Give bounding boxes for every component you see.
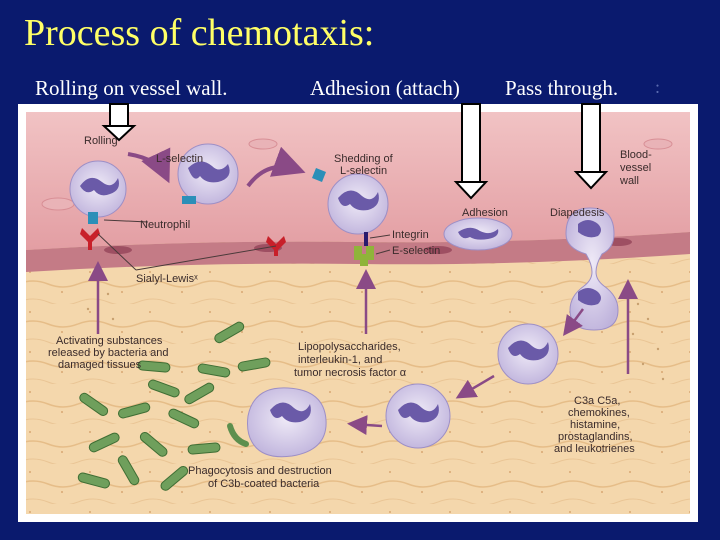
label-phagocytosis-2: of C3b-coated bacteria [208, 478, 320, 490]
label-adhesion: Adhesion [462, 207, 508, 219]
slide-title: Process of chemotaxis: [24, 12, 375, 54]
neutrophil-rolling-1 [69, 160, 127, 218]
label-c3a-1: C3a C5a, [574, 395, 620, 407]
label-e-selectin: E-selectin [392, 245, 440, 257]
neutrophil-phagocytosis [227, 387, 327, 458]
label-rolling: Rolling [84, 135, 118, 147]
step-rolling-label: Rolling on vessel wall. [35, 76, 228, 100]
label-shedding-line2: L-selectin [340, 165, 387, 177]
label-c3a-2: chemokines, [568, 407, 630, 419]
label-connectors [97, 219, 391, 271]
label-vessel-wall-3: wall [619, 175, 639, 187]
rolling-arrow-2 [246, 146, 306, 188]
trailing-colon: : [655, 77, 661, 97]
bacteria-cluster [77, 321, 271, 491]
label-lps-3: tumor necrosis factor α [294, 367, 407, 379]
step-pass-through-label: Pass through. [505, 76, 619, 100]
step-adhesion-label: Adhesion (attach) [310, 76, 460, 100]
neutrophil-adhesion [443, 217, 513, 251]
label-c3a-4: prostaglandins, [558, 431, 633, 443]
label-integrin: Integrin [392, 229, 429, 241]
neutrophil-tissue-2 [385, 383, 451, 449]
label-lps-1: Lipopolysaccharides, [298, 341, 401, 353]
label-shedding-line1: Shedding of [334, 153, 394, 165]
integrin-eselectin-receptors [354, 232, 374, 266]
l-selectin-receptors [88, 168, 326, 224]
signal-arrows [88, 261, 638, 435]
label-phagocytosis-1: Phagocytosis and destruction [188, 465, 332, 477]
label-vessel-wall-1: Blood- [620, 149, 652, 161]
chemokine-gradient-dots [86, 292, 665, 381]
chemotaxis-illustration: Rolling L-selectin Neutrophil Sialyl-Lew… [18, 104, 698, 522]
label-l-selectin: L-selectin [156, 153, 203, 165]
label-activating-3: damaged tissues [58, 359, 142, 371]
label-neutrophil: Neutrophil [140, 219, 190, 231]
label-activating-2: released by bacteria and [48, 347, 168, 359]
label-lps-2: interleukin-1, and [298, 354, 382, 366]
neutrophil-tissue-1 [497, 323, 559, 385]
illustration-canvas: Rolling L-selectin Neutrophil Sialyl-Lew… [26, 112, 690, 514]
neutrophil-rolling-2 [177, 143, 239, 205]
neutrophil-shedding [327, 173, 389, 235]
label-vessel-wall-2: vessel [620, 162, 651, 174]
label-sialyl-lewis: Sialyl-Lewisˣ [136, 273, 198, 285]
label-diapedesis: Diapedesis [550, 207, 605, 219]
red-blood-cells [41, 138, 673, 211]
label-c3a-5: and leukotrienes [554, 443, 635, 455]
label-c3a-3: histamine, [570, 419, 620, 431]
rolling-arrow-1 [127, 147, 171, 184]
neutrophil-diapedesis [565, 207, 619, 331]
label-activating-1: Activating substances [56, 335, 163, 347]
